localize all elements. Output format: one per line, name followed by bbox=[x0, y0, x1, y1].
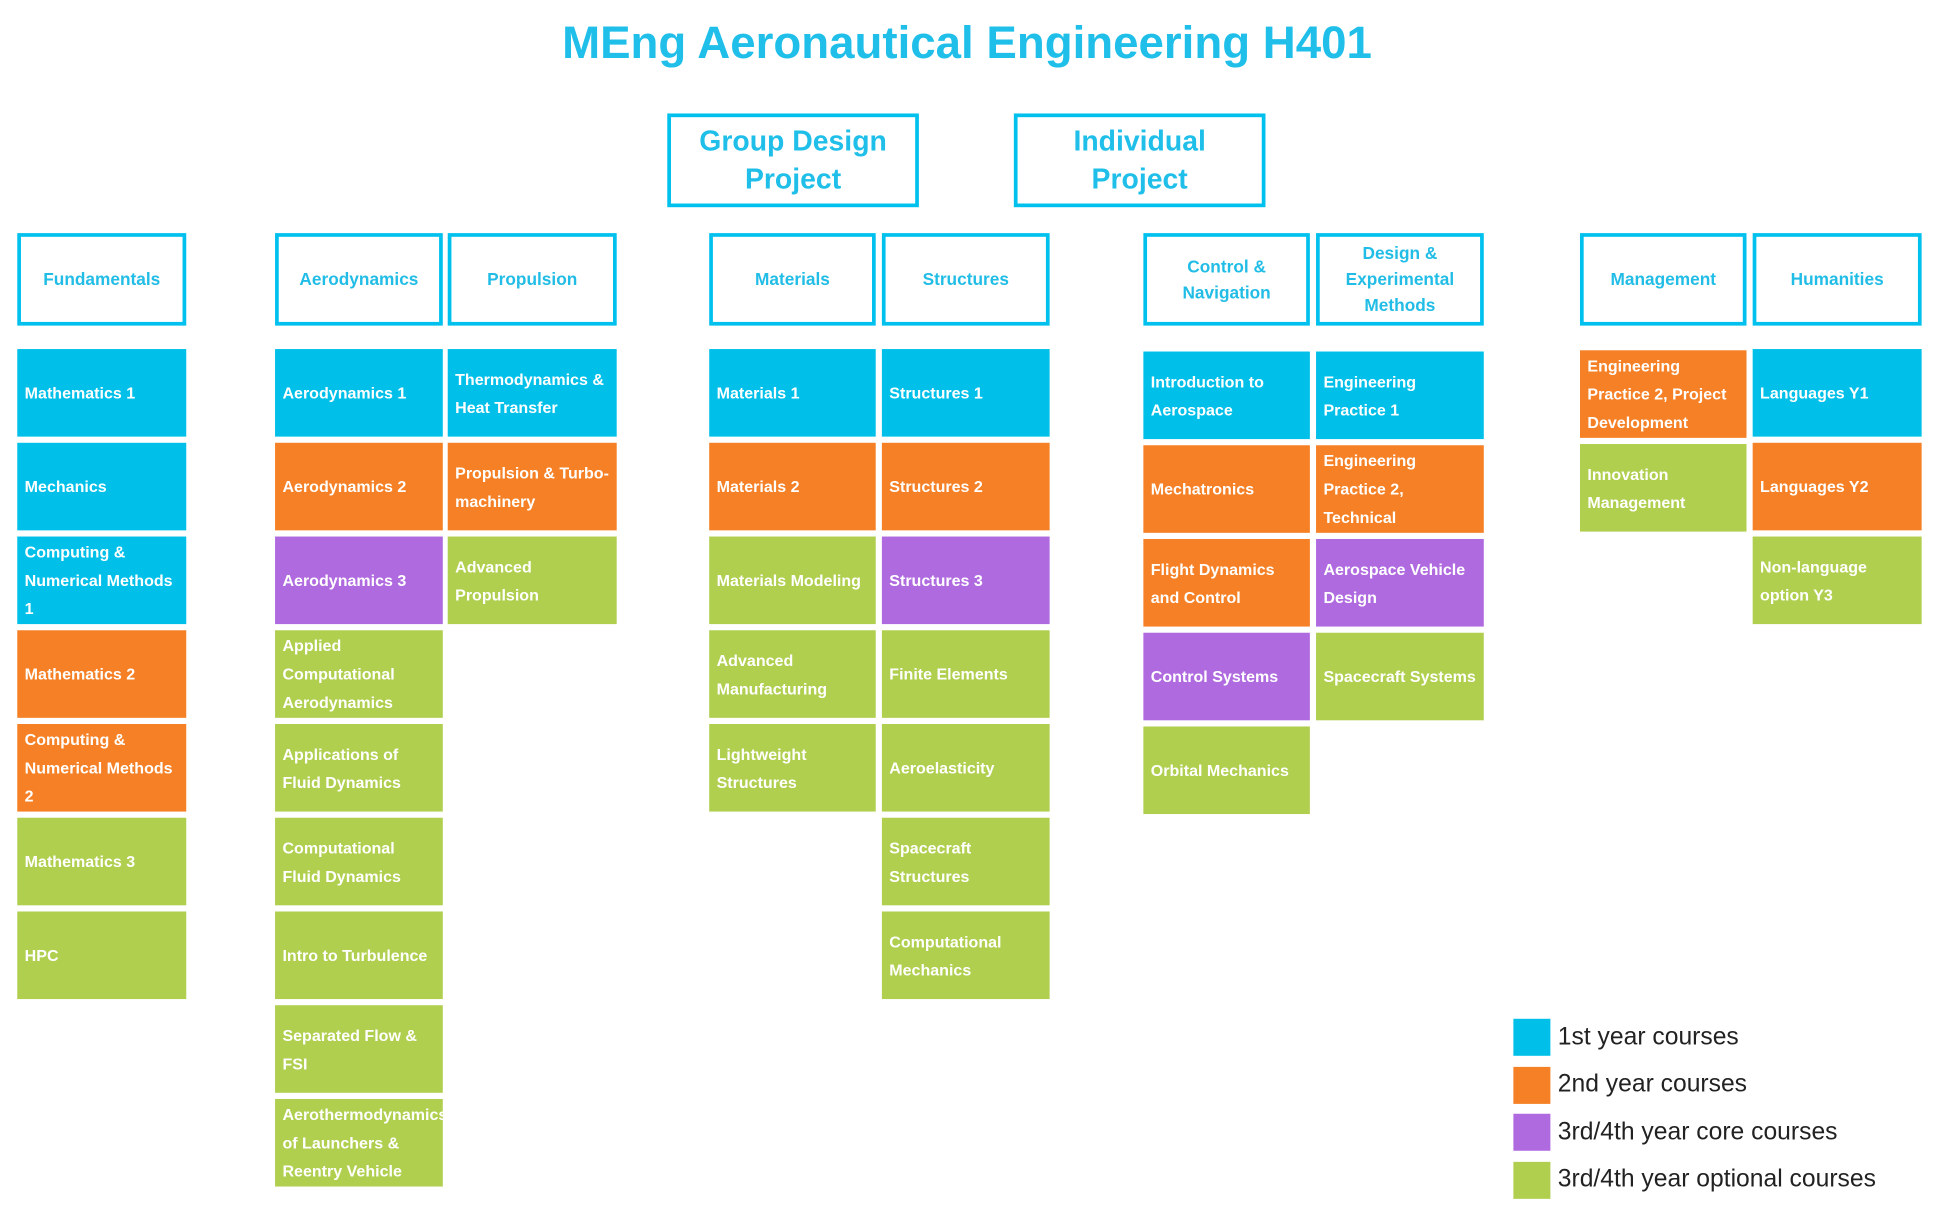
course-card: Flight Dynamics and Control bbox=[1143, 538, 1310, 627]
course-card: Mathematics 1 bbox=[17, 349, 187, 437]
legend-swatch bbox=[1513, 1113, 1551, 1151]
category-header: Aerodynamics bbox=[275, 233, 443, 326]
course-card: Mathematics 2 bbox=[17, 630, 187, 718]
legend-swatch bbox=[1513, 1066, 1551, 1104]
course-card: HPC bbox=[17, 911, 187, 1000]
course-card: Mechanics bbox=[17, 442, 187, 531]
group-design-project-box: Group Design Project bbox=[667, 113, 919, 208]
category-header: Propulsion bbox=[447, 233, 617, 326]
course-card: Spacecraft Structures bbox=[881, 817, 1050, 906]
legend-item: 2nd year courses bbox=[1513, 1066, 1748, 1104]
course-card: Applied Computational Aerodynamics bbox=[275, 630, 443, 718]
category-header: Fundamentals bbox=[17, 233, 187, 326]
course-card: Materials 1 bbox=[709, 349, 876, 437]
course-card: Aerodynamics 1 bbox=[275, 349, 443, 437]
course-card: Materials Modeling bbox=[709, 536, 876, 625]
course-card: Aeroelasticity bbox=[881, 724, 1050, 812]
course-card: Spacecraft Systems bbox=[1316, 632, 1484, 721]
course-card: Aerodynamics 2 bbox=[275, 442, 443, 531]
course-card: Engineering Practice 2, Project Developm… bbox=[1579, 350, 1747, 438]
individual-project-box: Individual Project bbox=[1013, 113, 1266, 208]
legend-item: 1st year courses bbox=[1513, 1018, 1739, 1056]
category-header: Materials bbox=[709, 233, 876, 326]
legend-swatch bbox=[1513, 1018, 1551, 1056]
course-card: Control Systems bbox=[1143, 632, 1310, 721]
course-card: Languages Y1 bbox=[1752, 349, 1922, 437]
course-card: Propulsion & Turbo-machinery bbox=[447, 442, 617, 531]
legend-swatch bbox=[1513, 1161, 1551, 1199]
course-card: Computing & Numerical Methods 2 bbox=[17, 724, 187, 812]
course-card: Non-language option Y3 bbox=[1752, 536, 1922, 625]
course-card: Engineering Practice 2, Technical bbox=[1316, 445, 1484, 533]
course-card: Materials 2 bbox=[709, 442, 876, 531]
category-header: Design & Experimental Methods bbox=[1316, 233, 1484, 326]
legend-item: 3rd/4th year core courses bbox=[1513, 1113, 1838, 1151]
category-header: Structures bbox=[881, 233, 1050, 326]
legend-label: 3rd/4th year optional courses bbox=[1557, 1165, 1876, 1193]
course-card: Computing & Numerical Methods 1 bbox=[17, 536, 187, 625]
course-card: Structures 2 bbox=[881, 442, 1050, 531]
course-card: Advanced Propulsion bbox=[447, 536, 617, 625]
course-card: Finite Elements bbox=[881, 630, 1050, 718]
course-card: Innovation Management bbox=[1579, 444, 1747, 532]
course-card: Structures 3 bbox=[881, 536, 1050, 625]
category-header: Management bbox=[1579, 233, 1747, 326]
category-header: Control & Navigation bbox=[1143, 233, 1310, 326]
legend-label: 3rd/4th year core courses bbox=[1557, 1118, 1838, 1146]
legend-label: 2nd year courses bbox=[1557, 1070, 1748, 1098]
course-card: Computational Fluid Dynamics bbox=[275, 817, 443, 906]
legend-label: 1st year courses bbox=[1557, 1023, 1739, 1051]
course-card: Advanced Manufacturing bbox=[709, 630, 876, 718]
course-card: Introduction to Aerospace bbox=[1143, 351, 1310, 440]
course-card: Mathematics 3 bbox=[17, 817, 187, 906]
legend-item: 3rd/4th year optional courses bbox=[1513, 1161, 1876, 1199]
course-card: Aerospace Vehicle Design bbox=[1316, 538, 1484, 627]
course-card: Structures 1 bbox=[881, 349, 1050, 437]
course-card: Lightweight Structures bbox=[709, 724, 876, 812]
course-card: Aerothermodynamics of Launchers & Reentr… bbox=[275, 1098, 447, 1187]
course-card: Languages Y2 bbox=[1752, 442, 1922, 531]
course-card: Separated Flow & FSI bbox=[275, 1005, 443, 1093]
course-card: Computational Mechanics bbox=[881, 911, 1050, 1000]
course-card: Aerodynamics 3 bbox=[275, 536, 443, 625]
course-card: Intro to Turbulence bbox=[275, 911, 443, 1000]
course-card: Orbital Mechanics bbox=[1143, 726, 1310, 815]
course-card: Applications of Fluid Dynamics bbox=[275, 724, 443, 812]
course-card: Mechatronics bbox=[1143, 445, 1310, 533]
course-card: Thermodynamics & Heat Transfer bbox=[447, 349, 617, 437]
page-title: MEng Aeronautical Engineering H401 bbox=[562, 17, 1372, 68]
course-card: Engineering Practice 1 bbox=[1316, 351, 1484, 440]
category-header: Humanities bbox=[1752, 233, 1922, 326]
